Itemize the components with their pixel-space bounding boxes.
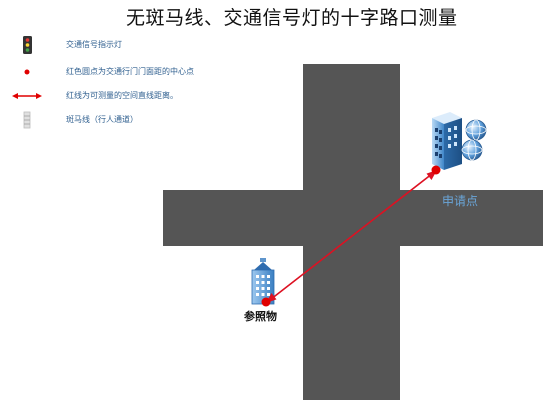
- applicant-center-point: [431, 165, 441, 175]
- reference-center-point: [261, 297, 271, 307]
- legend-item-distance-line: 红线为可测量的空间直线距离。: [12, 87, 272, 105]
- applicant-building-icon: [432, 112, 487, 170]
- applicant-label: 申请点: [442, 194, 479, 208]
- reference-label: 参照物: [244, 310, 277, 323]
- red-dot-icon: [24, 69, 30, 75]
- legend-text: 斑马线（行人通道）: [66, 115, 138, 124]
- traffic-light-icon: [23, 36, 32, 54]
- legend-item-center-point: 红色圆点为交通行门门面距的中心点: [12, 63, 272, 81]
- legend-text: 红色圆点为交通行门门面距的中心点: [66, 67, 194, 76]
- legend-item-traffic-light: 交通信号指示灯: [12, 36, 272, 54]
- road-horizontal: [163, 190, 543, 246]
- legend-item-zebra: 斑马线（行人通道）: [12, 111, 272, 129]
- distance-line: [265, 169, 438, 304]
- legend-text: 红线为可测量的空间直线距离。: [66, 91, 178, 100]
- diagram-title: 无斑马线、交通信号灯的十字路口测量: [126, 7, 458, 29]
- double-arrow-icon: [12, 93, 42, 99]
- zebra-crossing-icon: [23, 111, 31, 129]
- legend-text: 交通信号指示灯: [66, 40, 122, 49]
